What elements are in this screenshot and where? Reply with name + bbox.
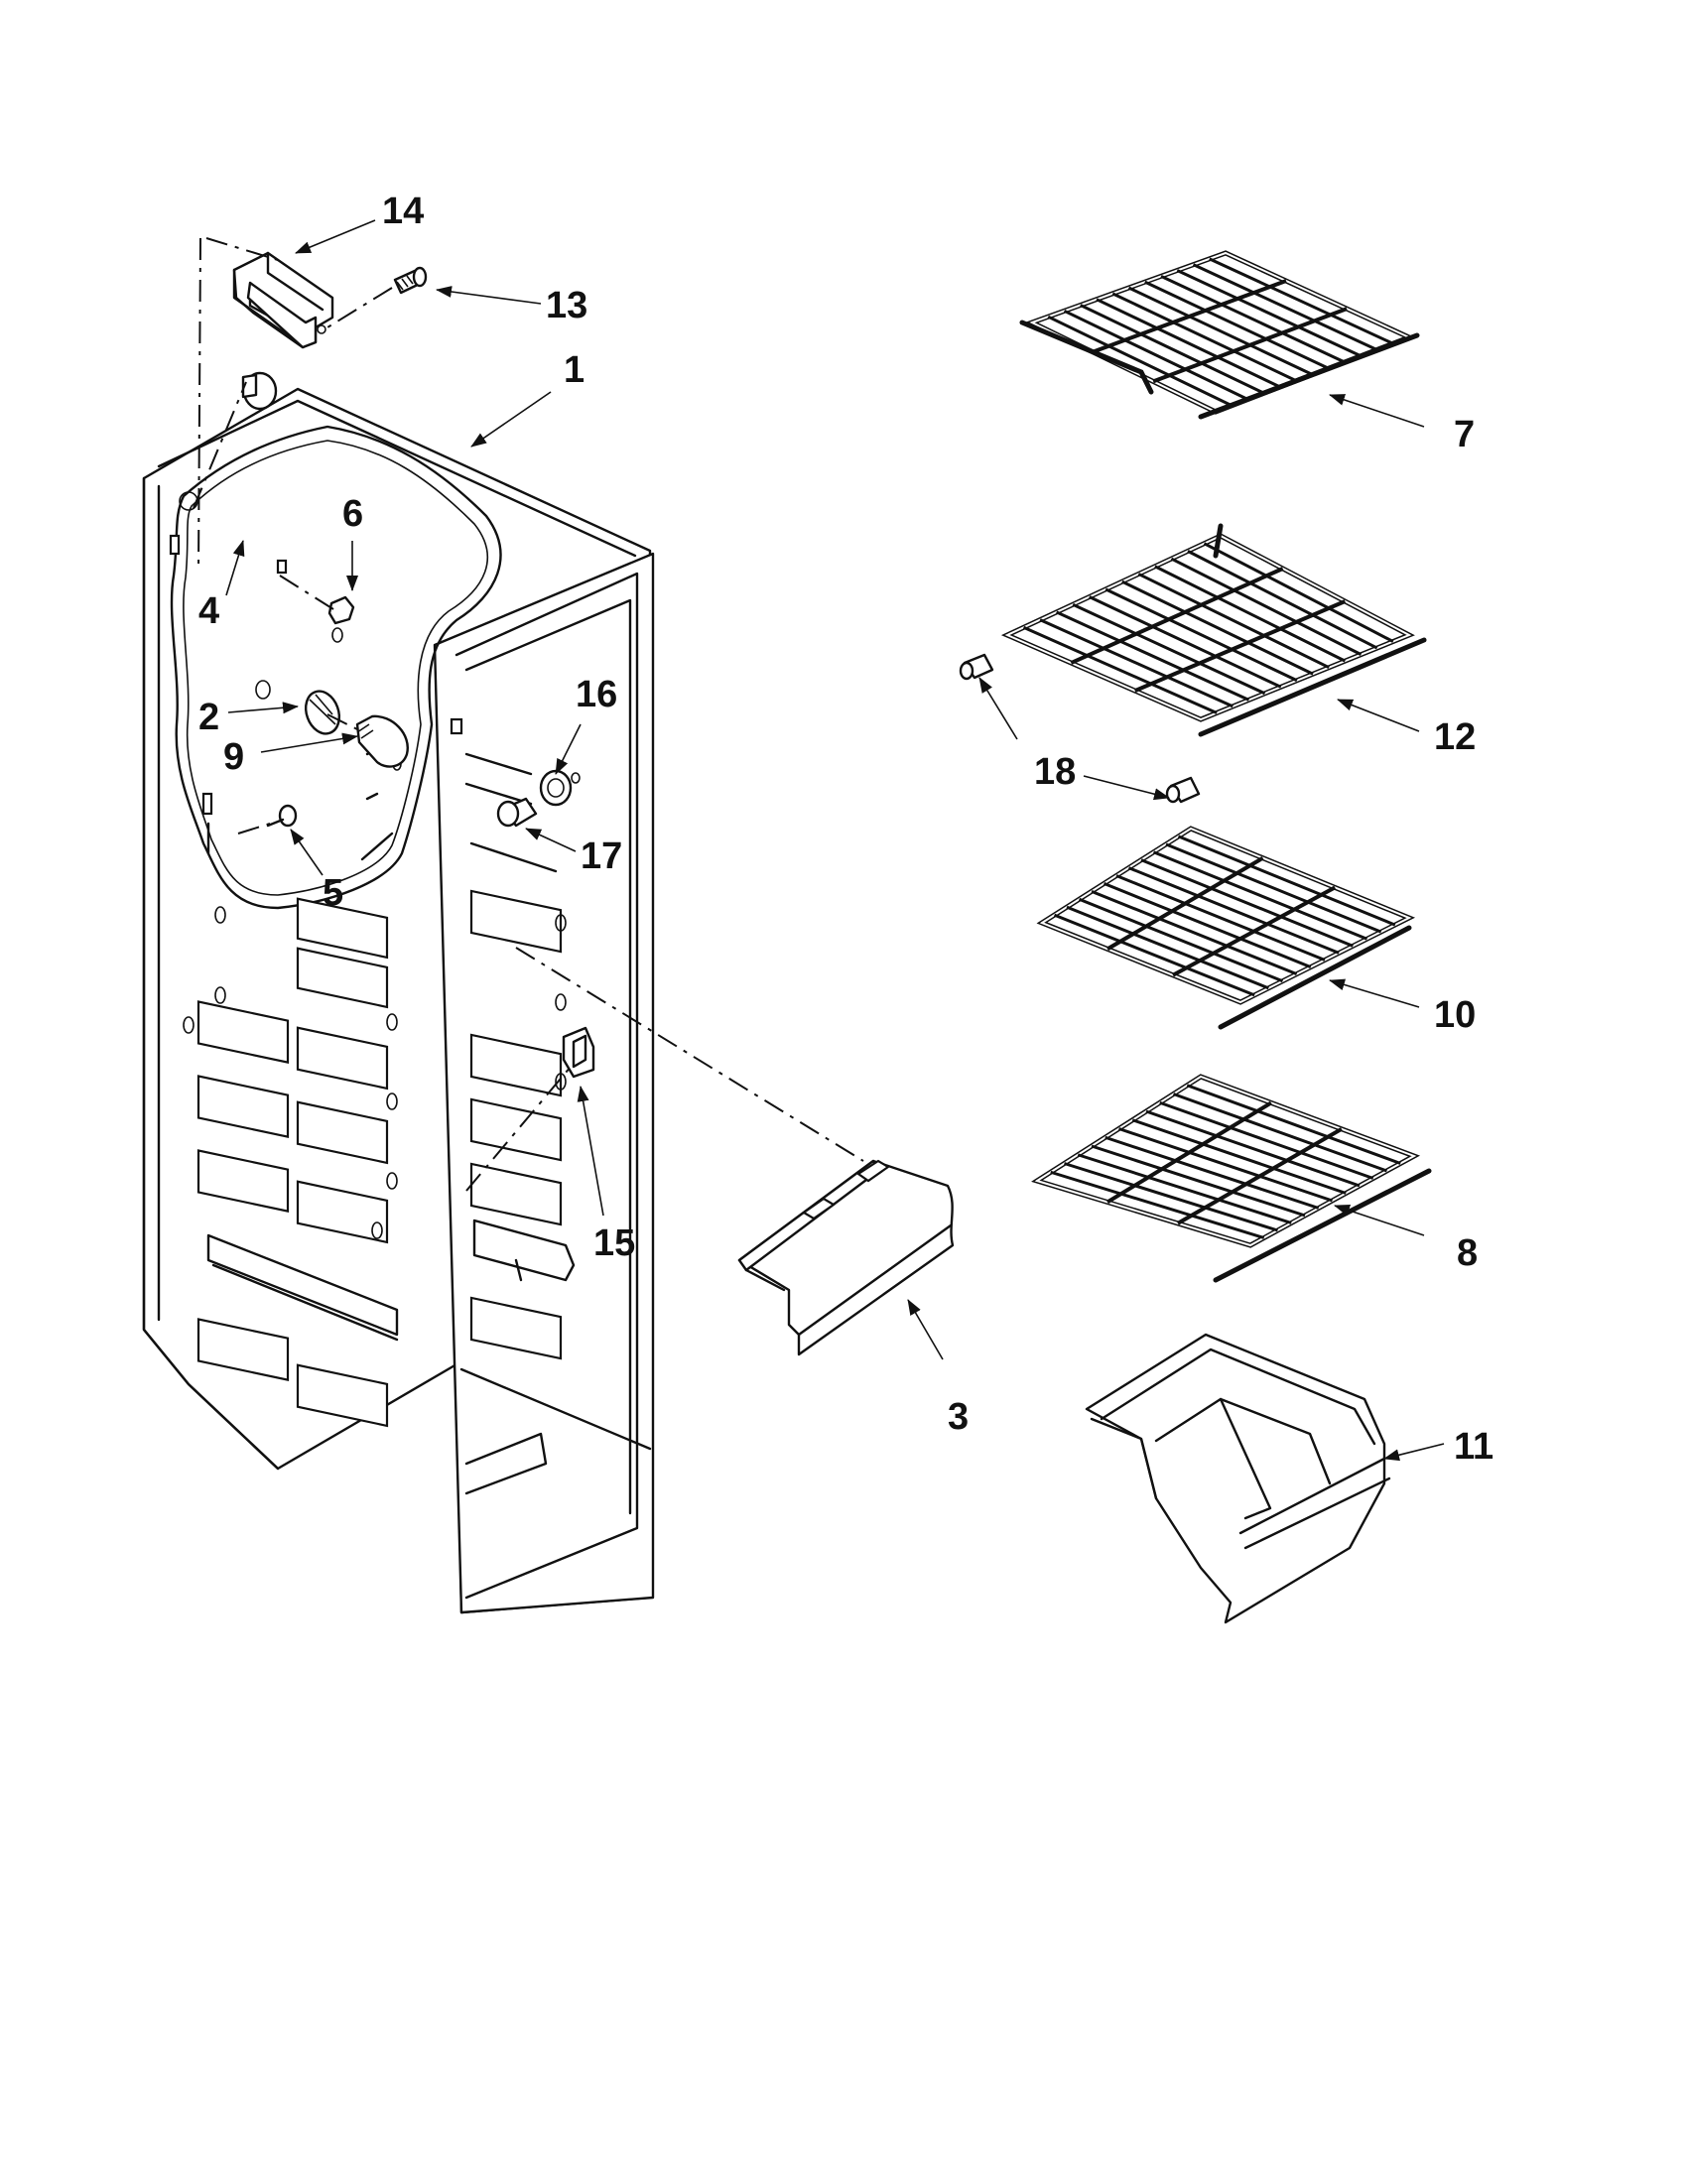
rear-clip — [465, 1026, 595, 1192]
shelf-rod — [1165, 842, 1382, 934]
shelf-rod — [1115, 874, 1326, 962]
shelf-rod — [1078, 897, 1284, 983]
label-part-2: 2 — [198, 697, 219, 738]
shelf-rod — [1104, 587, 1298, 683]
shelf-stud — [496, 797, 538, 828]
label-part-15: 15 — [593, 1222, 635, 1264]
clip — [279, 575, 355, 625]
label-part-16: 16 — [576, 674, 617, 715]
shelf-rod — [1091, 1144, 1306, 1218]
shelf-rod — [1118, 1127, 1333, 1203]
shelf-rod — [1080, 304, 1265, 395]
shelf-rod — [1053, 913, 1255, 997]
shelf-rod — [1064, 1162, 1278, 1232]
shelf-rod — [1089, 595, 1282, 689]
label-part-18: 18 — [1034, 751, 1076, 793]
label-part-6: 6 — [342, 493, 363, 535]
shelf-rod — [1103, 882, 1312, 968]
shelf-rod — [1192, 263, 1378, 351]
shelf-rod — [1127, 866, 1340, 955]
shelf-rod — [1063, 309, 1249, 401]
label-part-10: 10 — [1434, 994, 1476, 1036]
shelf-12 — [1000, 523, 1427, 737]
label-part-5: 5 — [323, 872, 343, 914]
label-part-8: 8 — [1457, 1232, 1478, 1274]
shelf-crossbar — [1105, 855, 1264, 952]
shelf-rod — [1186, 1084, 1401, 1165]
light-bulb — [326, 713, 409, 768]
shelf-rod — [1091, 889, 1298, 976]
shelf-7 — [1019, 250, 1420, 420]
shelf-crossbar — [1070, 567, 1284, 665]
label-part-3: 3 — [948, 1396, 969, 1438]
shelf-rod — [1170, 557, 1363, 656]
hinge-bracket — [232, 251, 334, 349]
label-part-1: 1 — [564, 349, 584, 391]
shelf-10 — [1036, 826, 1416, 1030]
shelf-rod — [1077, 1153, 1292, 1224]
shelf-support-lower — [1165, 776, 1201, 804]
shelf-rod — [1050, 1170, 1265, 1239]
shelf-rod — [1144, 280, 1330, 370]
storage-bin — [1085, 1333, 1391, 1624]
shelf-rod — [1203, 542, 1394, 643]
shelf-rod — [1104, 1135, 1320, 1210]
shelf-support-upper — [959, 653, 994, 681]
label-part-9: 9 — [223, 736, 244, 778]
shelf-rod — [1111, 292, 1297, 383]
freezer-liner — [142, 387, 655, 1614]
leader-arrows — [225, 219, 1445, 1462]
drawer-cover — [515, 947, 955, 1356]
shelf-rod — [1096, 298, 1281, 389]
shelf-rod — [1176, 269, 1362, 358]
shelf-rod — [1152, 850, 1368, 941]
light-switch — [237, 804, 298, 835]
label-part-12: 12 — [1434, 716, 1476, 758]
shelf-rod — [1145, 1109, 1361, 1188]
shelf-crossbar — [1092, 279, 1287, 354]
shelf-rod — [1055, 610, 1250, 702]
label-part-7: 7 — [1454, 414, 1475, 455]
shelf-rod — [1209, 257, 1394, 345]
label-part-13: 13 — [546, 285, 587, 326]
shelf-rod — [1172, 1092, 1388, 1173]
shelf-rod — [1137, 573, 1330, 670]
shelf-8 — [1031, 1074, 1432, 1283]
shelf-rod — [1140, 858, 1354, 948]
label-part-17: 17 — [581, 835, 622, 877]
shelf-rod — [1187, 550, 1378, 650]
lamp-socket — [304, 690, 341, 735]
shelf-rod — [1022, 625, 1218, 714]
shelf-rod — [1066, 905, 1269, 990]
shelf-rod — [1127, 286, 1314, 376]
shelf-rod — [1039, 618, 1234, 708]
label-part-4: 4 — [198, 590, 219, 632]
screw — [393, 266, 428, 295]
shelf-crossbar — [1176, 1127, 1343, 1225]
shelf-rod — [1159, 1100, 1374, 1180]
shelf-crossbar — [1152, 307, 1348, 384]
thermostat-knob — [193, 371, 278, 509]
shelf-crossbar — [1105, 1100, 1272, 1205]
shelf-rod — [1047, 315, 1233, 408]
shelf-crossbar — [1172, 885, 1337, 977]
label-part-11: 11 — [1454, 1426, 1493, 1468]
shelf-rod — [1177, 835, 1396, 927]
shelf-rod — [1160, 274, 1346, 364]
shelf-rod — [1072, 602, 1266, 696]
shelf-rod — [1131, 1118, 1347, 1195]
shelf-crossbar — [1133, 599, 1347, 693]
shelf-rod — [1121, 579, 1314, 676]
shelf-rod — [1154, 565, 1347, 663]
label-part-14: 14 — [382, 191, 424, 232]
